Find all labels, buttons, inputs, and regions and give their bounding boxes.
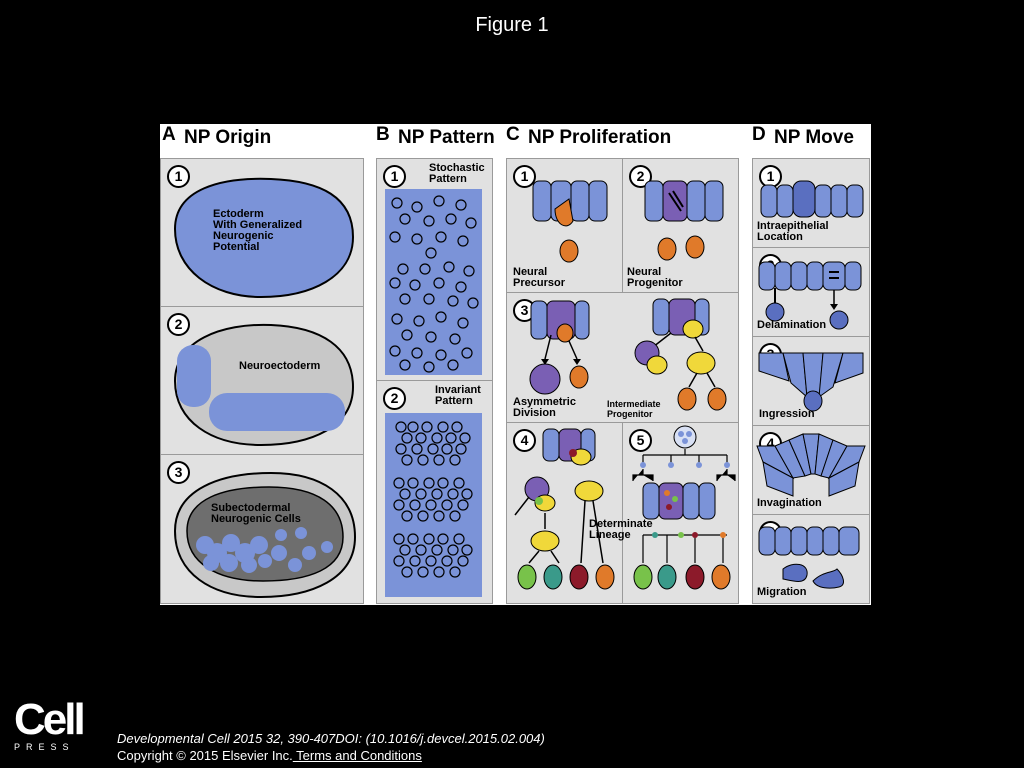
invagination-diagram — [756, 433, 866, 497]
figure-title: Figure 1 — [475, 14, 549, 36]
terms-and-conditions-link[interactable]: Terms and Conditions — [292, 748, 422, 763]
panel-b-box: 1 Stochastic Pattern 2 — [376, 158, 493, 604]
panel-d-step-4: 4 Invagination — [753, 426, 869, 515]
neural-precursor-diagram — [532, 180, 608, 263]
stochastic-label: Stochastic Pattern — [429, 162, 485, 185]
panel-b-step-2: 2 Invariant Pattern — [377, 381, 492, 603]
neural-progenitor-label: Neural Progenitor — [627, 266, 683, 289]
copyright-line: Copyright © 2015 Elsevier Inc. Terms and… — [117, 748, 422, 763]
delamination-label: Delamination — [757, 319, 827, 331]
ectoderm-shape — [173, 177, 355, 299]
ingression-diagram — [758, 352, 864, 412]
ingression-label: Ingression — [759, 408, 815, 420]
ectoderm-label: Ectoderm With Generalized Neurogenic Pot… — [213, 208, 303, 253]
stochastic-pattern — [385, 189, 482, 375]
determinate-lineage-label: Determinate Lineage — [589, 518, 653, 541]
cell-press-logo: Cell PRESS — [14, 695, 86, 753]
panel-d-letter: D — [752, 124, 766, 145]
asymmetric-division-diagram — [529, 298, 727, 411]
asymmetric-division-label: Asymmetric Division — [513, 396, 576, 419]
panel-a-title: NP Origin — [184, 127, 272, 148]
lineage-tree-diagram — [632, 425, 736, 590]
panel-d-step-5: 5 Migration — [753, 515, 869, 603]
neuroectoderm-label: Neuroectoderm — [239, 360, 321, 372]
step-number: 2 — [629, 165, 652, 188]
panel-d-step-1: 1 Intraepithelial Location — [753, 159, 869, 248]
panel-c-box: 1 Neural Precursor 2 N — [506, 158, 739, 604]
migration-diagram — [758, 526, 860, 589]
panel-a-step-2: 2 Neuroectoderm — [161, 307, 363, 455]
step-number: 3 — [513, 299, 536, 322]
intermediate-progenitor-label: Intermediate Progenitor — [607, 399, 661, 419]
panel-b-letter: B — [376, 124, 390, 145]
determinate-lineage-diagram — [514, 428, 615, 590]
migration-label: Migration — [757, 586, 807, 598]
copyright-text: Copyright © 2015 Elsevier Inc. — [117, 748, 293, 763]
panel-a-step-3: 3 Subectodermal Neurogenic Cells — [161, 455, 363, 603]
step-number: 1 — [513, 165, 536, 188]
panel-a-letter: A — [162, 124, 176, 145]
invagination-label: Invagination — [757, 497, 822, 509]
step-number: 2 — [383, 387, 406, 410]
intraepithelial-diagram — [760, 180, 864, 218]
neural-precursor-label: Neural Precursor — [513, 266, 565, 289]
panel-c-letter: C — [506, 124, 520, 145]
panel-b-title: NP Pattern — [398, 127, 495, 148]
invariant-pattern — [385, 413, 482, 597]
panel-d-step-3: 3 Ingression — [753, 337, 869, 426]
citation-text: Developmental Cell 2015 32, 390-407DOI: … — [117, 731, 545, 746]
invariant-label: Invariant Pattern — [435, 384, 481, 407]
panel-c-step-4: 4 — [507, 423, 623, 603]
panel-b-step-1: 1 Stochastic Pattern — [377, 159, 492, 381]
intraepithelial-label: Intraepithelial Location — [757, 220, 829, 243]
step-number: 3 — [167, 461, 190, 484]
figure-panel: A NP Origin 1 Ectoderm With Generalized … — [160, 124, 871, 605]
panel-a-step-1: 1 Ectoderm With Generalized Neurogenic P… — [161, 159, 363, 307]
step-number: 1 — [383, 165, 406, 188]
step-number: 4 — [513, 429, 536, 452]
subectodermal-label: Subectodermal Neurogenic Cells — [211, 502, 301, 525]
panel-c-step-1: 1 Neural Precursor — [507, 159, 623, 293]
delamination-diagram — [758, 261, 862, 330]
step-number: 5 — [629, 429, 652, 452]
panel-c-step-5: 5 — [623, 423, 738, 603]
panel-d-step-2: 2 Delamination — [753, 248, 869, 337]
logo-subtitle: PRESS — [14, 742, 75, 752]
logo-word: Cell — [14, 695, 86, 744]
panel-c-step-2: 2 Neural Progenitor — [623, 159, 738, 293]
neuroectoderm-shape — [173, 323, 355, 447]
panel-a-box: 1 Ectoderm With Generalized Neurogenic P… — [160, 158, 364, 604]
step-number: 2 — [167, 313, 190, 336]
neural-progenitor-diagram — [644, 180, 724, 261]
panel-d-title: NP Move — [774, 127, 854, 148]
panel-c-step-3: 3 Asymmet — [507, 293, 738, 423]
subectodermal-shape — [173, 471, 357, 599]
step-number: 1 — [167, 165, 190, 188]
panel-c-title: NP Proliferation — [528, 127, 672, 148]
panel-d-box: 1 Intraepithelial Location 2 — [752, 158, 870, 604]
